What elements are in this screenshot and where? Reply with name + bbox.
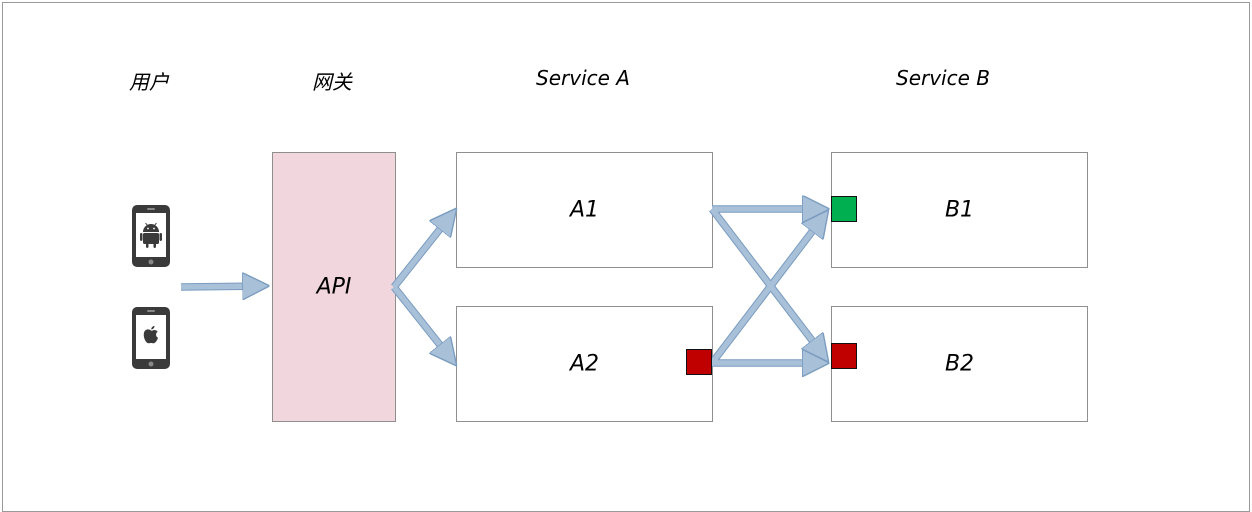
apple-phone-icon xyxy=(132,307,170,369)
service-a2-label: A2 xyxy=(569,351,600,377)
service-b1-label: B1 xyxy=(944,197,975,223)
service-b2-box[interactable]: B2 xyxy=(831,306,1088,422)
arrow-a2-to-b1 xyxy=(709,216,824,365)
arrow-gateway-to-a1 xyxy=(391,214,452,289)
column-title-gateway: 网关 xyxy=(312,70,352,94)
android-phone-icon xyxy=(132,205,170,267)
arrow-a1-to-b2 xyxy=(709,207,824,356)
column-title-service-b: Service B xyxy=(896,66,990,90)
arrow-devices-to-gateway xyxy=(180,286,262,287)
column-title-user: 用户 xyxy=(129,70,169,94)
gateway-api-box[interactable]: API xyxy=(272,152,396,422)
gateway-api-label: API xyxy=(316,274,352,300)
a2-status-marker xyxy=(686,349,712,375)
service-b1-box[interactable]: B1 xyxy=(831,152,1088,268)
b2-status-marker xyxy=(831,343,857,369)
b1-status-marker xyxy=(831,196,857,222)
service-a2-box[interactable]: A2 xyxy=(456,306,713,422)
arrow-gateway-to-a2 xyxy=(391,285,452,360)
service-a1-label: A1 xyxy=(569,197,600,223)
service-a1-box[interactable]: A1 xyxy=(456,152,713,268)
column-title-service-a: Service A xyxy=(536,66,630,90)
service-b2-label: B2 xyxy=(944,351,975,377)
